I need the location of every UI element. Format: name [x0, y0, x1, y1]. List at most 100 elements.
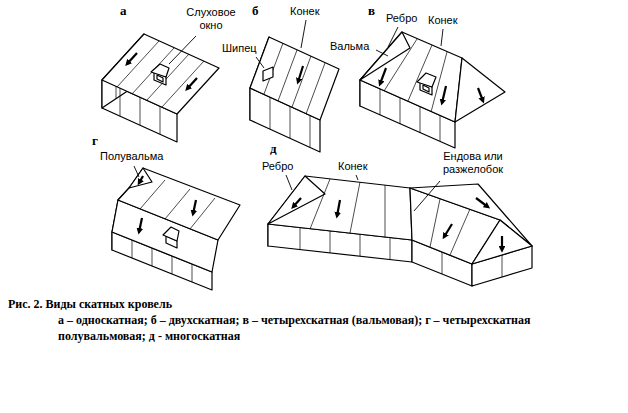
board — [420, 107, 421, 133]
slope-arrow — [293, 198, 301, 207]
roof-upper — [118, 168, 240, 240]
board — [120, 88, 121, 116]
slope-arrow — [139, 218, 142, 232]
half-hip-roof-house — [112, 166, 240, 290]
half-hip — [129, 168, 152, 188]
slope-arrow — [298, 66, 303, 82]
board — [360, 234, 361, 256]
roof-strip — [264, 43, 283, 94]
hip — [268, 176, 325, 224]
slope-arrow — [139, 176, 143, 183]
part-label: Полувальма — [100, 150, 163, 163]
gable-roof-house — [250, 20, 339, 152]
leader-line — [169, 36, 196, 64]
dormer-roof — [163, 227, 179, 241]
dormer-window — [423, 85, 429, 92]
roof-strip — [310, 179, 330, 229]
leader-line — [356, 175, 358, 180]
dormer-roof — [151, 64, 169, 77]
hip — [472, 220, 532, 264]
roof — [268, 176, 412, 240]
part-label: Конек — [338, 160, 368, 173]
roof-strip — [117, 41, 159, 87]
part-label: Вальма — [330, 40, 369, 53]
leader-line — [301, 20, 306, 48]
part-label: Ендова или разжелобок — [430, 150, 516, 176]
slope-arrow — [337, 200, 340, 216]
part-label: Ребро — [386, 12, 417, 25]
leader-line — [388, 27, 398, 47]
part-label: Шипец — [222, 42, 257, 55]
roof-strip — [132, 48, 174, 94]
roof-strip — [384, 39, 417, 91]
roof-strip — [430, 199, 440, 247]
hip — [455, 58, 505, 122]
board — [442, 252, 443, 274]
leader-line — [286, 175, 292, 190]
roof-strip — [190, 198, 215, 229]
board — [172, 256, 173, 274]
leader-line — [441, 29, 443, 46]
slope-arrow — [476, 198, 488, 207]
panel-letter: б — [252, 4, 259, 17]
dormer-window — [157, 75, 163, 82]
gable-window — [263, 67, 273, 81]
roof-strip — [350, 182, 360, 233]
part-label: Слуховое окно — [180, 6, 242, 32]
board — [300, 228, 301, 250]
panel-letter: г — [92, 134, 98, 147]
figure-title: Рис. 2. Виды скатных кровель — [8, 296, 172, 312]
panel-letter: а — [120, 4, 127, 17]
shed-roof-house — [102, 34, 219, 142]
board — [132, 240, 133, 258]
roof-strip — [140, 180, 165, 209]
panel-letter: в — [368, 4, 375, 17]
panel-letter: д — [270, 142, 277, 155]
slope-arrow — [187, 78, 197, 89]
slope-arrow — [478, 88, 483, 101]
roof-strip — [292, 56, 311, 107]
leader-line — [256, 57, 264, 68]
board — [390, 238, 391, 260]
part-label: Конек — [428, 14, 458, 27]
leader-line — [414, 181, 440, 211]
board — [502, 255, 503, 277]
multi-slope-roof-house — [268, 175, 532, 286]
roof-strip — [306, 63, 325, 114]
roof-strip — [385, 185, 386, 237]
hip-roof-house — [360, 27, 505, 148]
board — [152, 248, 153, 266]
slope-arrow — [442, 86, 446, 103]
dormer-roof — [417, 73, 436, 87]
roof — [250, 37, 339, 120]
part-label: Ребро — [262, 160, 293, 173]
leader-line — [376, 50, 388, 56]
board — [270, 97, 271, 129]
roof — [102, 34, 219, 114]
board — [330, 231, 331, 253]
board — [400, 98, 401, 124]
roof-strip — [165, 189, 190, 219]
part-label: Конек — [290, 5, 320, 18]
roof-strip — [278, 50, 297, 101]
board — [380, 89, 381, 115]
board — [290, 106, 291, 138]
slope-arrow — [193, 200, 196, 214]
roof-strip — [450, 209, 470, 255]
board — [310, 115, 311, 147]
slope-arrow — [127, 53, 137, 64]
roof-strip — [408, 45, 432, 101]
slope-arrow — [380, 68, 386, 84]
slope-arrow — [444, 224, 452, 237]
board — [440, 115, 441, 141]
board — [192, 264, 193, 282]
roof — [360, 32, 462, 122]
slope-arrow — [501, 236, 503, 250]
leader-line — [134, 166, 139, 177]
figure-caption: а – односкатная; б – двухскатная; в – че… — [58, 312, 538, 344]
roof-strip — [147, 54, 189, 100]
board — [140, 97, 141, 125]
board — [160, 106, 161, 134]
